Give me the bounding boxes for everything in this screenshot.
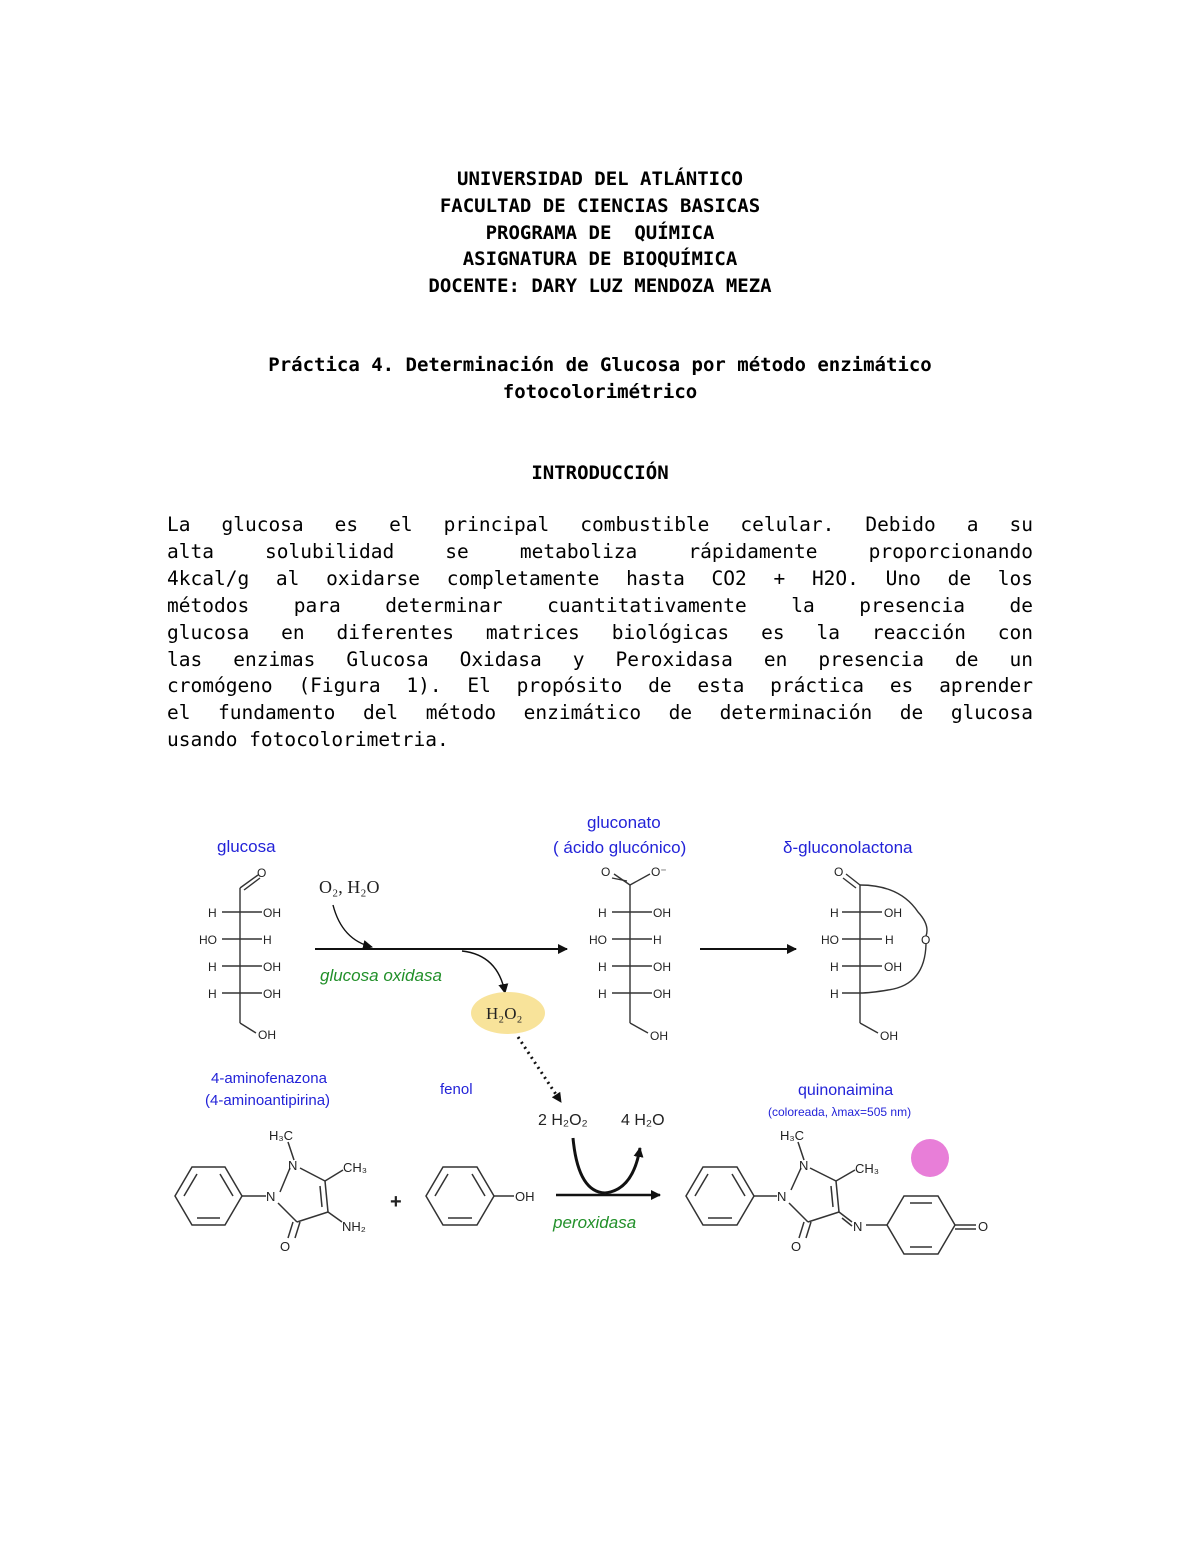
gluconolactone-label: δ-gluconolactona: [783, 838, 913, 857]
paragraph-line: cromógeno (Figura 1). El propósito de es…: [167, 674, 1033, 698]
atom-label: OH: [258, 1028, 276, 1042]
atom-label: OH: [263, 960, 281, 974]
gluconate-structure: [611, 873, 652, 1034]
dotted-arrow: [516, 1036, 563, 1103]
paragraph-line: alta solubilidad se metaboliza rápidamen…: [167, 539, 1033, 563]
atom-label: O: [834, 865, 843, 879]
phenol-structure: [425, 1166, 514, 1226]
atom-label: OH: [653, 960, 671, 974]
atom-label: OH: [650, 1029, 668, 1043]
paragraph-line: usando fotocolorimetria.: [167, 728, 449, 752]
quinoneimine-label: quinonaimina: [798, 1082, 893, 1099]
atom-label: O⁻: [651, 865, 667, 879]
atom-label: H: [598, 906, 607, 920]
atom-label: O: [921, 933, 930, 947]
atom-label: HO: [589, 933, 607, 947]
atom-label: H: [208, 960, 217, 974]
glucose-structure: [222, 874, 262, 1034]
atom-label: H₃C: [269, 1128, 293, 1143]
gluconolactone-structure: [842, 873, 928, 1034]
atom-label: N: [853, 1219, 862, 1234]
atom-label: OH: [515, 1189, 535, 1204]
atom-label: OH: [653, 906, 671, 920]
paragraph-line: métodos para determinar cuantitativament…: [167, 593, 1033, 617]
atom-label: HO: [199, 933, 217, 947]
colored-note-label: (coloreada, λmax=505 nm): [768, 1105, 911, 1119]
atom-label: H: [653, 933, 662, 947]
gluconate-label: gluconato: [587, 813, 661, 832]
institution-header: UNIVERSIDAD DEL ATLÁNTICO FACULTAD DE CIE…: [0, 166, 1200, 300]
h2o2-label: H₂O₂: [486, 1004, 522, 1023]
phenol-label: fenol: [440, 1081, 473, 1098]
peroxidase-label: peroxidasa: [552, 1213, 636, 1232]
atom-label: H₃C: [780, 1128, 804, 1143]
o2-h2o-label: O₂, H₂O: [319, 877, 380, 897]
atom-label: O: [280, 1239, 290, 1254]
atom-label: N: [266, 1189, 275, 1204]
four-h2o-label: 4 H₂O: [621, 1112, 665, 1129]
atom-label: CH₃: [343, 1160, 367, 1175]
header-line: ASIGNATURA DE BIOQUÍMICA: [462, 248, 738, 271]
two-h2o2-label: 2 H₂O₂: [538, 1112, 588, 1129]
atom-label: N: [799, 1158, 808, 1173]
header-line: DOCENTE: DARY LUZ MENDOZA MEZA: [428, 275, 772, 298]
atom-label: N: [777, 1189, 786, 1204]
atom-label: O: [978, 1219, 988, 1234]
paragraph-line: el fundamento del método enzimático de d…: [167, 701, 1033, 725]
atom-label: O: [791, 1239, 801, 1254]
title-line: fotocolorimétrico: [502, 381, 698, 403]
aminophenazone-label: 4-aminofenazona: [211, 1070, 328, 1087]
atom-label: OH: [880, 1029, 898, 1043]
atom-label: OH: [884, 906, 902, 920]
o2-curved-arrow: [332, 904, 373, 950]
atom-label: H: [263, 933, 272, 947]
atom-label: O: [601, 865, 610, 879]
quinoneimine-structure: [685, 1141, 976, 1255]
paragraph-line: La glucosa es el principal combustible c…: [167, 513, 1033, 536]
glucose-label: glucosa: [217, 837, 276, 856]
plus-sign: +: [390, 1191, 402, 1213]
paragraph-line: glucosa en diferentes matrices biológica…: [167, 620, 1033, 644]
pink-color-dot: [911, 1139, 949, 1177]
atom-label: NH₂: [342, 1219, 366, 1234]
atom-label: CH₃: [855, 1161, 879, 1176]
header-line: UNIVERSIDAD DEL ATLÁNTICO: [457, 168, 743, 190]
h2o2-curved-arrow: [461, 950, 509, 994]
atom-label: H: [208, 987, 217, 1001]
h2o2-highlight: [471, 992, 545, 1034]
atom-label: HO: [821, 933, 839, 947]
atom-label: H: [830, 960, 839, 974]
aminophenazone-structure: [174, 1141, 344, 1239]
practice-title: Práctica 4. Determinación de Glucosa por…: [0, 352, 1200, 406]
atom-label: N: [288, 1158, 297, 1173]
peroxidase-curve-in: [571, 1137, 606, 1195]
intro-paragraph: La glucosa es el principal combustible c…: [167, 512, 1033, 754]
atom-label: H: [830, 906, 839, 920]
header-line: FACULTAD DE CIENCIAS BASICAS: [439, 194, 761, 217]
atom-label: H: [208, 906, 217, 920]
glucose-oxidase-label: glucosa oxidasa: [320, 966, 442, 985]
intro-heading: INTRODUCCIÓN: [531, 462, 669, 484]
title-line: Práctica 4. Determinación de Glucosa por…: [268, 354, 932, 376]
paragraph-line: las enzimas Glucosa Oxidasa y Peroxidasa…: [167, 647, 1033, 671]
aminoantipyrine-label: (4-aminoantipirina): [205, 1092, 330, 1109]
atom-label: O: [257, 866, 266, 880]
atom-label: H: [598, 987, 607, 1001]
atom-label: OH: [263, 906, 281, 920]
header-line: PROGRAMA DE QUÍMICA: [485, 221, 715, 244]
atom-label: OH: [263, 987, 281, 1001]
atom-label: H: [885, 933, 894, 947]
atom-label: H: [598, 960, 607, 974]
paragraph-line: 4kcal/g al oxidarse completamente hasta …: [167, 566, 1033, 590]
atom-label: OH: [653, 987, 671, 1001]
atom-label: OH: [884, 960, 902, 974]
peroxidase-curve-out: [604, 1147, 644, 1195]
reaction-figure: glucosa O H OH HO H H OH H OH OH O₂, H₂O…: [174, 813, 988, 1255]
gluconic-acid-label: ( ácido glucónico): [553, 838, 686, 857]
atom-label: H: [830, 987, 839, 1001]
